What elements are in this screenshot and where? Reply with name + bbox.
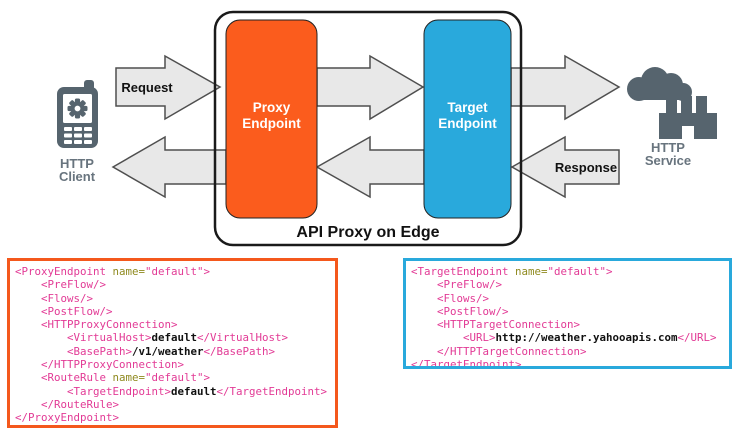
proxy-endpoint-code-box: <ProxyEndpoint name="default"> <PreFlow/… xyxy=(7,258,338,428)
code-line: <ProxyEndpoint name="default"> xyxy=(15,265,211,278)
request-arrow xyxy=(115,54,222,121)
proxy-to-target-arrow xyxy=(316,54,425,121)
client-response-arrow xyxy=(111,135,227,199)
proxy-endpoint-label-line1: Proxy xyxy=(253,100,291,115)
target-to-proxy-arrow xyxy=(315,135,425,199)
code-line: </HTTPTargetConnection> xyxy=(411,344,587,358)
http-client-label-line1: HTTP xyxy=(60,156,94,171)
gear-icon xyxy=(67,98,88,119)
response-arrow xyxy=(510,135,620,199)
code-line: <HTTPTargetConnection> xyxy=(411,318,581,332)
code-line: <VirtualHost>default</VirtualHost> xyxy=(15,331,289,345)
code-line: </HTTPProxyConnection> xyxy=(15,358,185,372)
api-proxy-container-box xyxy=(213,10,523,247)
code-line: <PreFlow/> xyxy=(411,278,503,292)
proxy-endpoint-label-line2: Endpoint xyxy=(242,116,301,131)
target-endpoint-code-box: <TargetEndpoint name="default"> <PreFlow… xyxy=(403,258,732,369)
http-client-label-line2: Client xyxy=(59,169,96,184)
proxy-endpoint-box xyxy=(225,19,318,219)
request-label: Request xyxy=(121,80,173,95)
code-line: </RouteRule> xyxy=(15,397,120,411)
code-line: <TargetEndpoint>default</TargetEndpoint> xyxy=(15,384,328,398)
code-line: <HTTPProxyConnection> xyxy=(15,318,178,332)
code-line: <URL>http://weather.yahooapis.com</URL> xyxy=(411,331,717,345)
code-line: <PreFlow/> xyxy=(15,278,107,292)
service-request-arrow xyxy=(510,54,621,121)
phone-keypad xyxy=(64,127,92,144)
code-line: <Flows/> xyxy=(15,291,94,305)
code-line: <PostFlow/> xyxy=(411,304,509,318)
code-line: <RouteRule name="default"> xyxy=(15,371,211,385)
code-line: <Flows/> xyxy=(411,291,490,305)
code-line: </ProxyEndpoint> xyxy=(15,411,120,425)
factory-cloud-icon xyxy=(627,67,717,139)
http-service-label-line1: HTTP xyxy=(651,140,685,155)
target-endpoint-box xyxy=(423,19,512,219)
api-proxy-architecture-diagram: Request Response API Proxy on Edge Proxy… xyxy=(57,10,717,247)
code-line: </TargetEndpoint> xyxy=(411,358,522,369)
http-service-label-line2: Service xyxy=(645,153,691,168)
api-proxy-container-label: API Proxy on Edge xyxy=(296,224,439,241)
code-line: <TargetEndpoint name="default"> xyxy=(411,265,613,278)
code-line: <PostFlow/> xyxy=(15,304,113,318)
phone-icon xyxy=(57,80,98,148)
target-endpoint-label-line2: Endpoint xyxy=(438,116,497,131)
flow-arrows xyxy=(111,54,621,199)
response-label: Response xyxy=(555,160,617,175)
code-line: <BasePath>/v1/weather</BasePath> xyxy=(15,344,276,358)
target-endpoint-label-line1: Target xyxy=(447,100,488,115)
